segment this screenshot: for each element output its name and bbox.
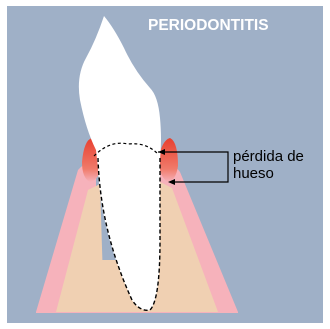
diagram-title: PERIODONTITIS xyxy=(148,18,318,34)
bone-loss-label-line2: hueso xyxy=(233,165,304,182)
bone-loss-label-line1: pérdida de xyxy=(233,148,304,165)
bone-loss-label: pérdida de hueso xyxy=(233,148,304,182)
gum-base xyxy=(36,312,238,313)
